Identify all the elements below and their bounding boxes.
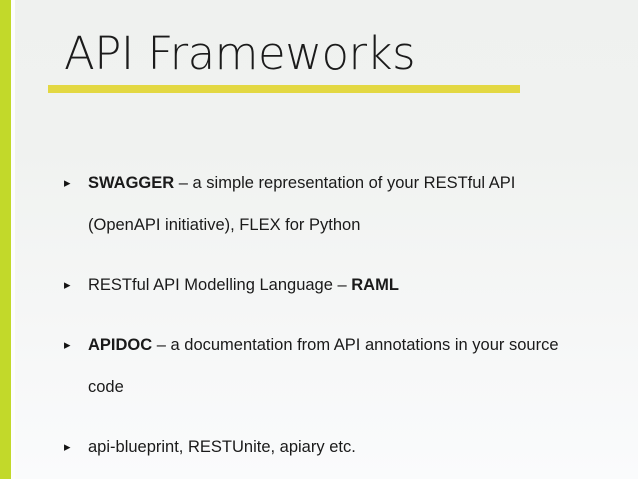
bullet-triangle-icon: ▸ — [64, 175, 71, 190]
bullet-triangle-icon: ▸ — [64, 337, 71, 352]
list-item-text: APIDOC – a documentation from API annota… — [88, 336, 559, 396]
list-item: ▸ SWAGGER – a simple representation of yo… — [64, 162, 584, 246]
list-item: ▸ RESTful API Modelling Language – RAML — [64, 264, 584, 306]
list-item-text: SWAGGER – a simple representation of you… — [88, 174, 516, 234]
title-underline-rule — [48, 85, 520, 93]
list-item: ▸ api-blueprint, RESTUnite, apiary etc. — [64, 426, 584, 468]
accent-bar-gap — [11, 0, 15, 479]
bullet-triangle-icon: ▸ — [64, 277, 71, 292]
page-title: API Frameworks — [64, 27, 416, 80]
bullet-list: ▸ SWAGGER – a simple representation of yo… — [64, 162, 584, 468]
bullet-triangle-icon: ▸ — [64, 439, 71, 454]
list-item: ▸ APIDOC – a documentation from API annot… — [64, 324, 584, 408]
list-item-text: RESTful API Modelling Language – RAML — [88, 276, 399, 294]
list-item-text: api-blueprint, RESTUnite, apiary etc. — [88, 438, 356, 456]
left-accent-bar — [0, 0, 11, 479]
